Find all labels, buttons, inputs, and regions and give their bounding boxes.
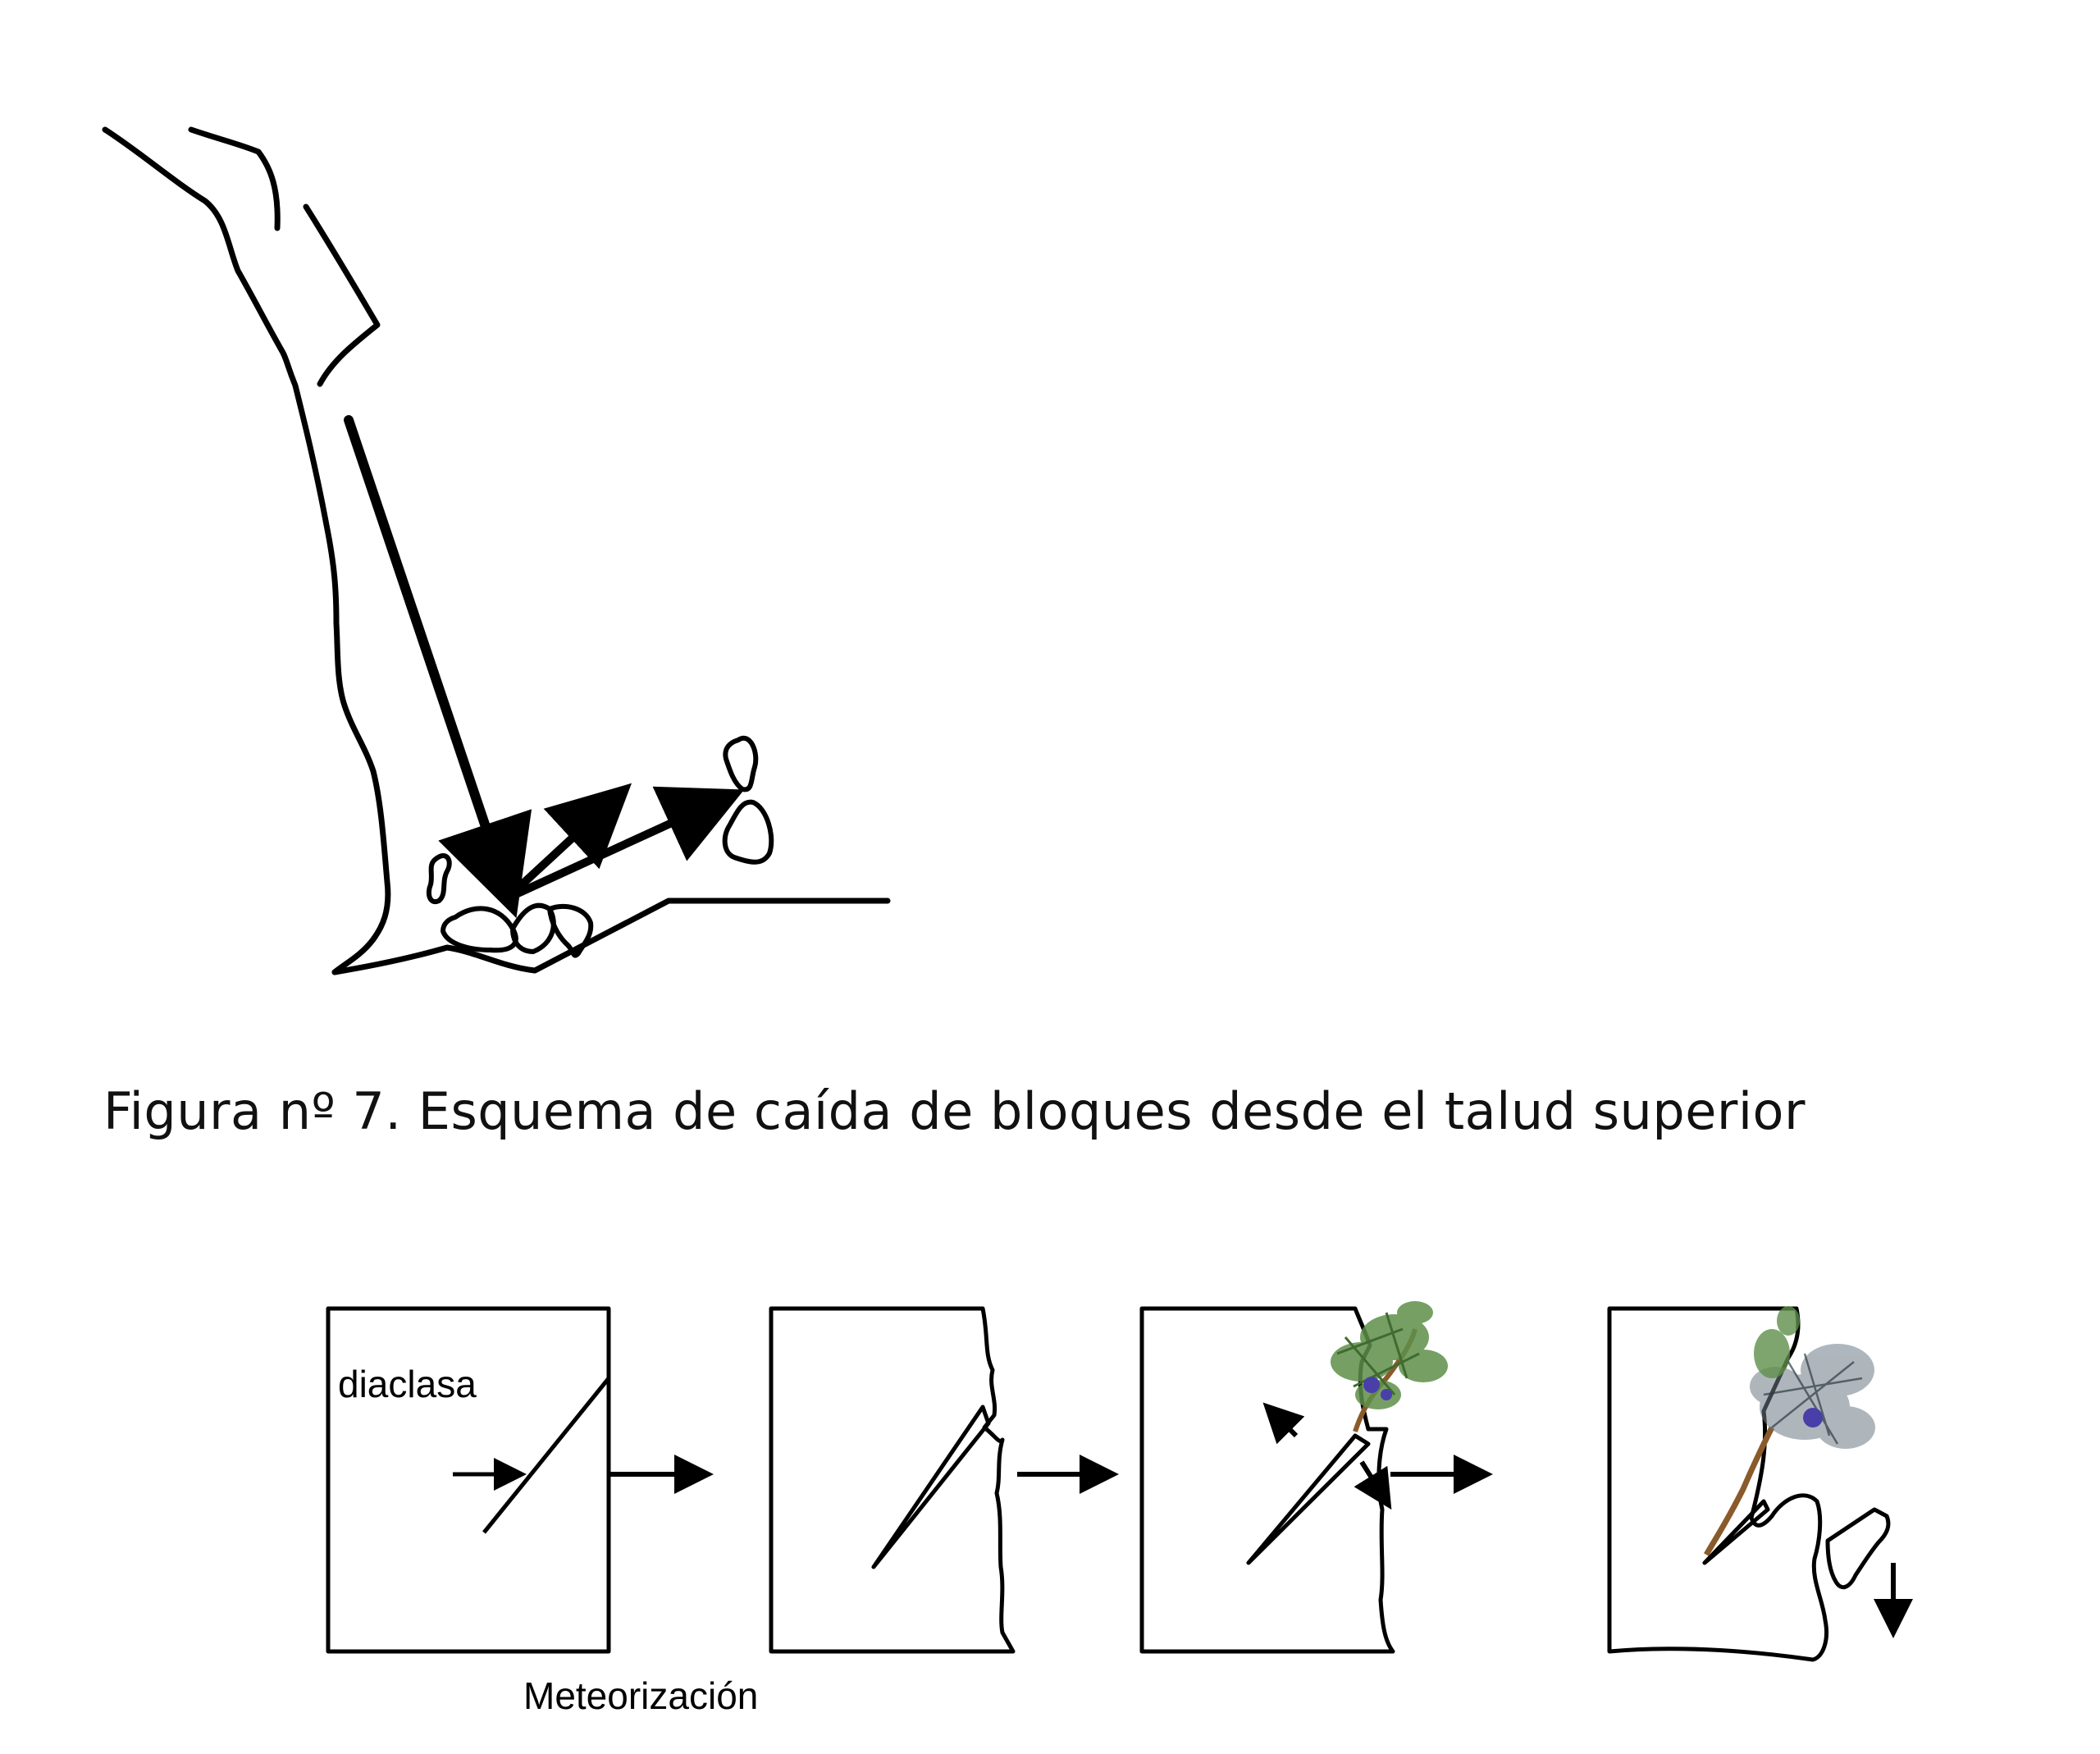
panel-2-block bbox=[769, 1306, 1016, 1654]
widened-joint bbox=[1246, 1433, 1371, 1565]
block-right bbox=[547, 903, 594, 958]
cliff-crest-line-1 bbox=[188, 126, 281, 231]
joint-label: diaclasa bbox=[338, 1363, 477, 1405]
slope-base-line bbox=[331, 898, 891, 975]
figure-caption: Figura nº 7. Esquema de caída de bloques… bbox=[103, 1081, 1806, 1141]
block-mid bbox=[510, 902, 556, 954]
block-bounced-upper bbox=[723, 735, 759, 792]
fallen-blocks bbox=[426, 735, 774, 958]
block-left bbox=[441, 906, 518, 953]
cliff-crest-line-2 bbox=[303, 203, 381, 387]
detached-block bbox=[1825, 1507, 1891, 1590]
slope-profile bbox=[102, 126, 891, 975]
panel-4-block bbox=[1607, 1306, 1828, 1662]
opened-joint bbox=[871, 1405, 991, 1569]
slope-face-outline bbox=[102, 126, 391, 975]
bounce-arrow-up bbox=[503, 783, 632, 902]
plant-illustration-panel-3 bbox=[1331, 1301, 1448, 1432]
trajectory-arrows bbox=[344, 415, 745, 919]
root-push-arrow-down bbox=[1354, 1460, 1392, 1510]
block-small bbox=[426, 853, 452, 905]
root-push-arrow-up bbox=[1262, 1402, 1305, 1445]
weathering-label: Meteorización bbox=[523, 1674, 759, 1717]
weathering-sequence bbox=[326, 1306, 1913, 1662]
joint-line bbox=[482, 1377, 610, 1534]
plant-root bbox=[1703, 1426, 1775, 1556]
panel-4-block-detached bbox=[1607, 1306, 1913, 1662]
panel-1-intact-joint bbox=[326, 1306, 611, 1654]
open-crack bbox=[1702, 1499, 1770, 1565]
panel-2-opened-joint bbox=[769, 1306, 1016, 1654]
panel-1-block bbox=[326, 1306, 611, 1654]
fall-arrow bbox=[344, 415, 532, 919]
block-bounced-lower bbox=[722, 799, 774, 865]
plant-illustration-panel-4 bbox=[1703, 1306, 1875, 1556]
bounce-arrow-right bbox=[503, 786, 745, 902]
